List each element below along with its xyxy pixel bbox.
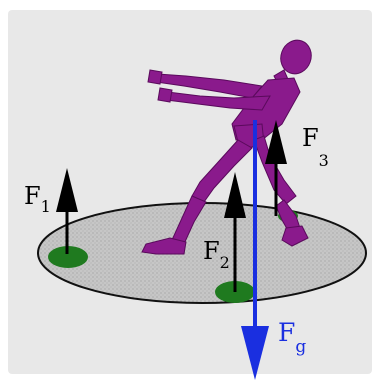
label-f3: F3 <box>302 124 329 170</box>
contact-patch-1 <box>48 246 88 268</box>
label-fg: Fg <box>278 318 306 357</box>
human-figure <box>141 39 312 255</box>
arrow-f3-head <box>265 120 287 164</box>
gravity-arrow <box>241 120 269 380</box>
label-f1-sub: 1 <box>41 197 51 216</box>
arrow-fg-head <box>241 326 269 380</box>
label-f1: F1 <box>24 182 51 216</box>
arrow-f2-head <box>224 172 246 218</box>
support-arrows <box>56 120 287 292</box>
label-f2-sub: 2 <box>220 253 230 272</box>
label-fg-sub: g <box>295 337 306 357</box>
label-f2: F2 <box>203 237 230 272</box>
label-f3-sub: 3 <box>319 151 329 170</box>
platform-disc <box>37 202 367 304</box>
arrow-f1-head <box>56 168 78 212</box>
